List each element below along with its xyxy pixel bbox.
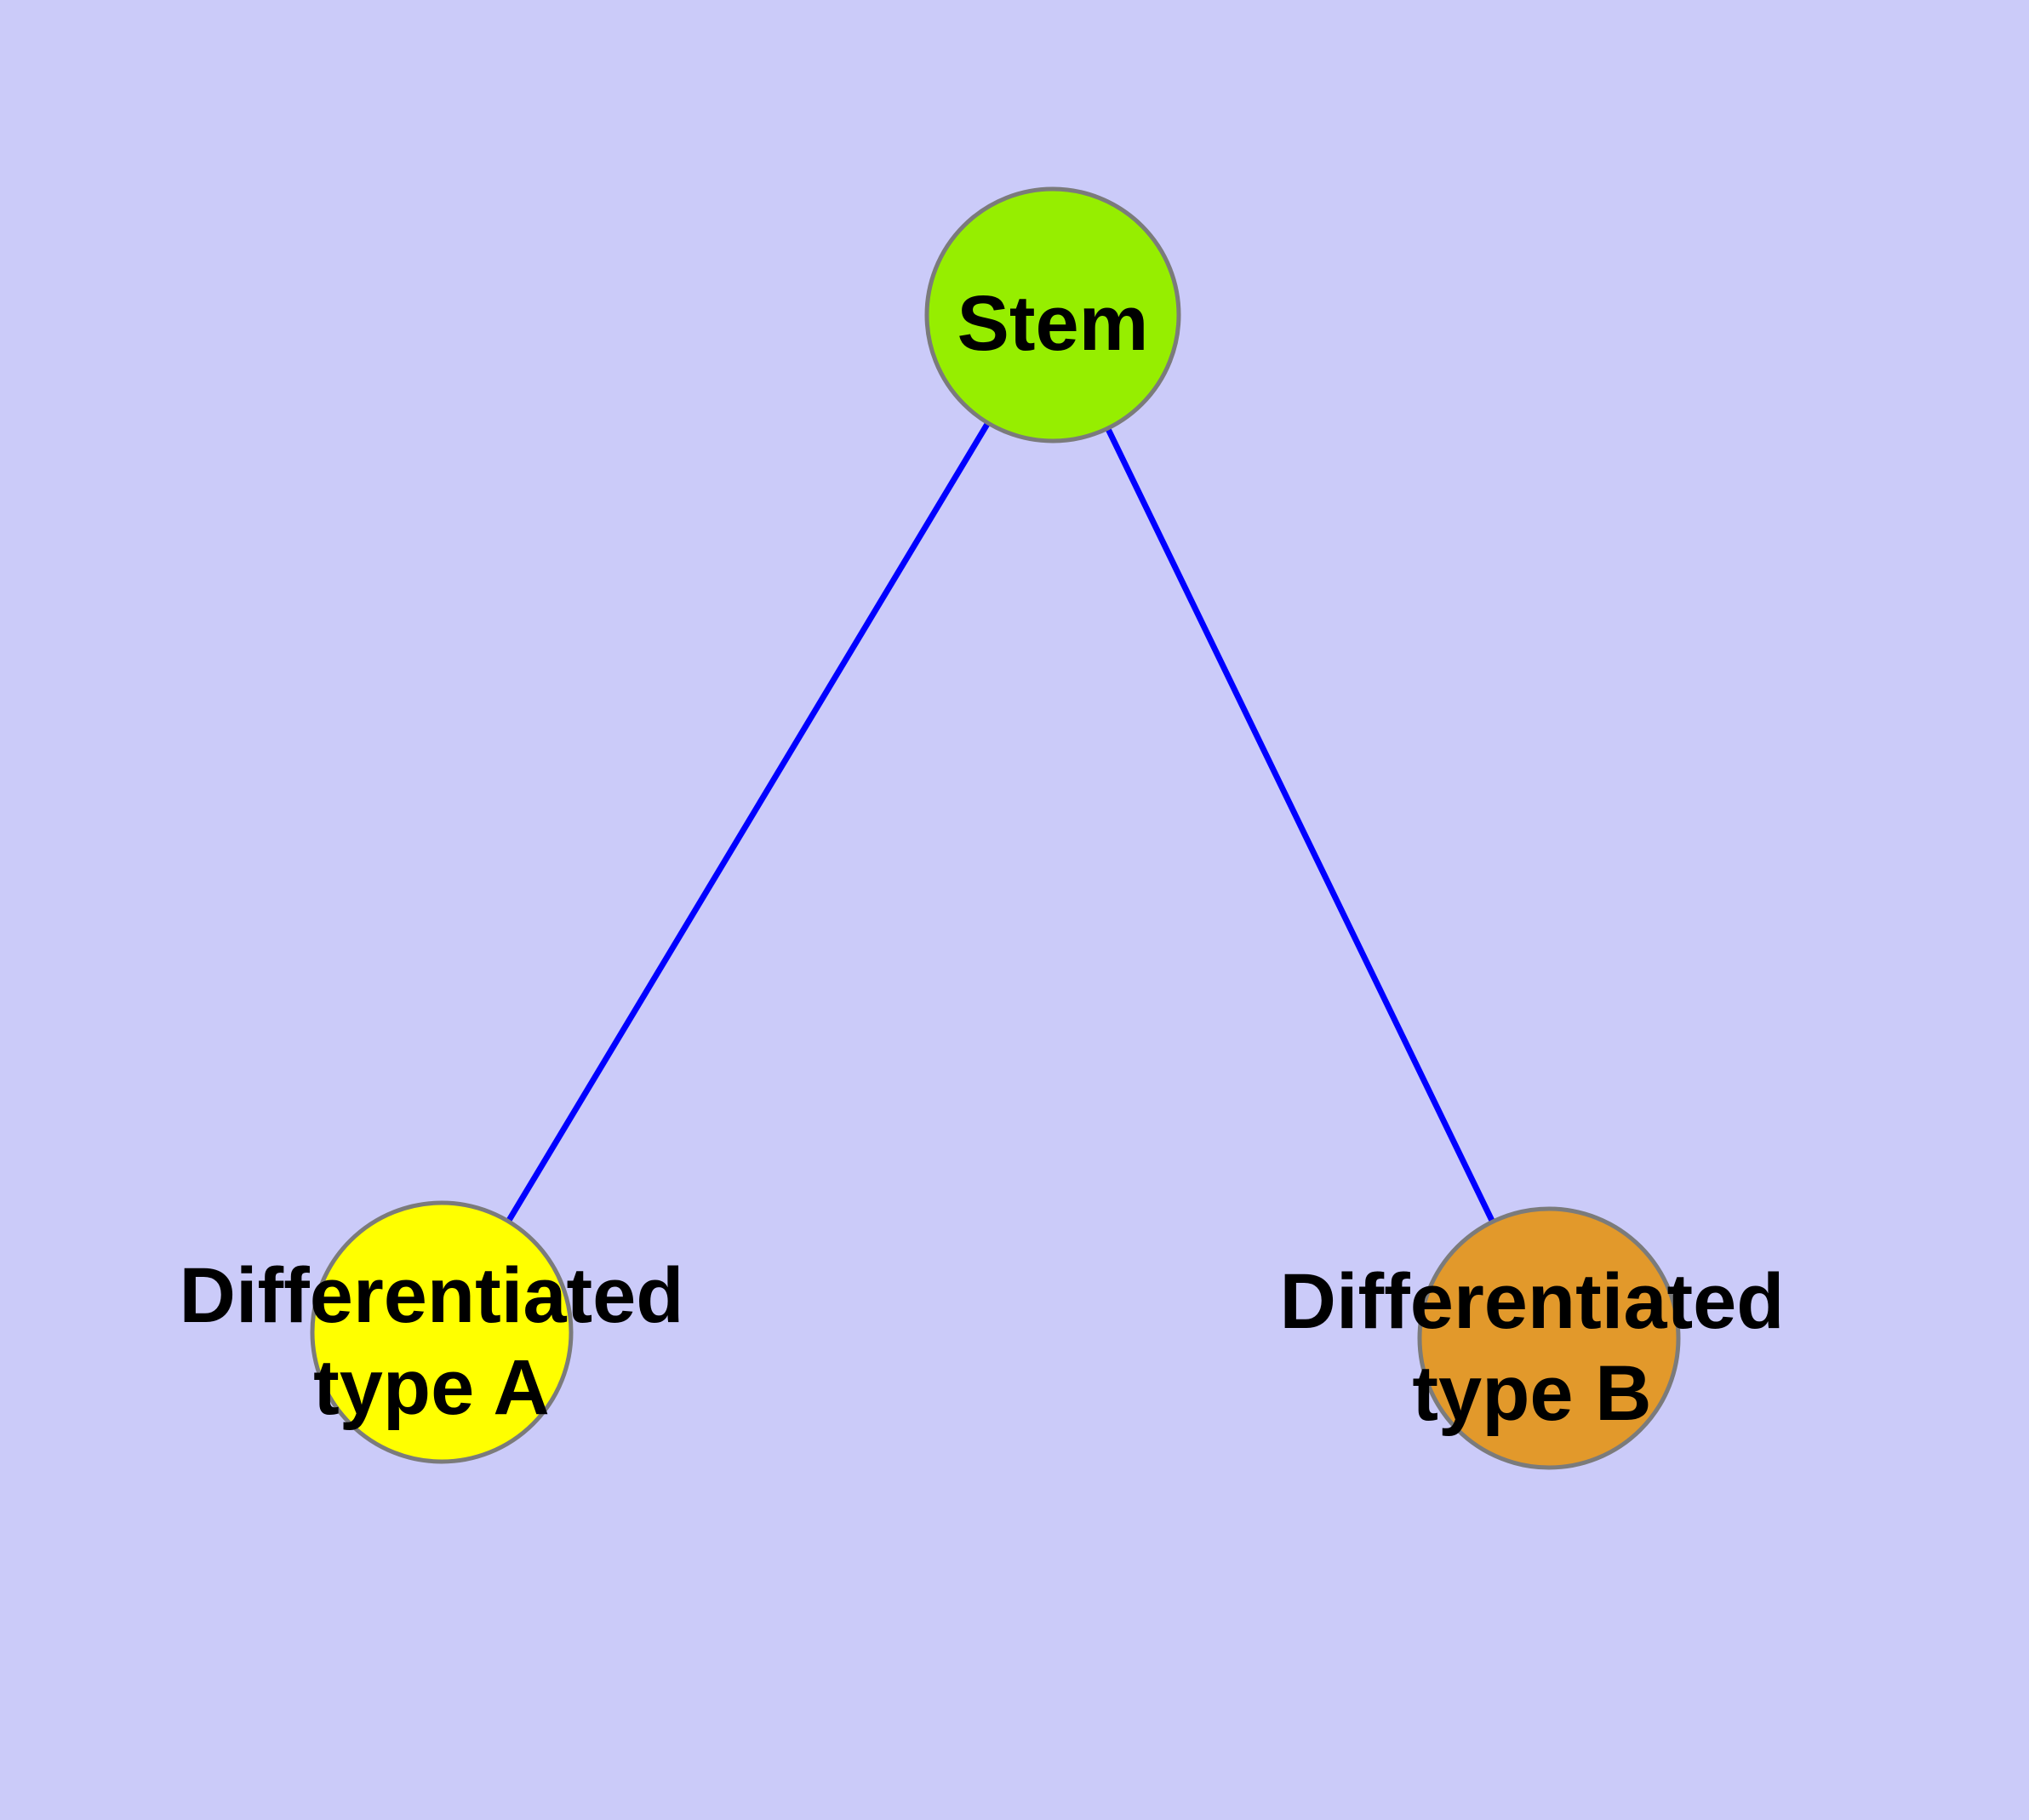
node-type-b-label: Differentiated type B [1279, 1258, 1785, 1437]
node-type-b-circle [1417, 1206, 1681, 1470]
node-stem-label: Stem [957, 280, 1149, 367]
edge-stem-to-type-a [438, 313, 1056, 1334]
edge-stem-to-type-b [1049, 313, 1552, 1340]
node-stem-circle [924, 186, 1181, 444]
node-type-a-circle [310, 1200, 574, 1464]
node-type-a-label: Differentiated type A [179, 1252, 684, 1431]
